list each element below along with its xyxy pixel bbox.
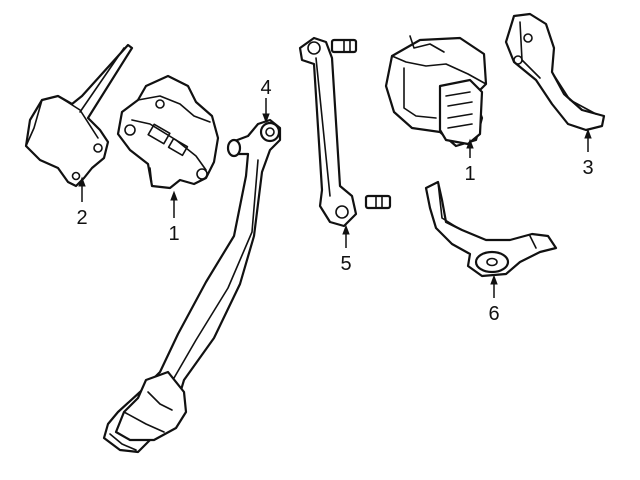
callout-leaders: [78, 98, 592, 298]
part-4-link-rod: [102, 118, 282, 454]
callout-2: 2: [76, 207, 87, 229]
part-3-bracket: [504, 12, 606, 132]
part-5-vertical-link: [298, 36, 392, 228]
callout-1-left: 1: [168, 223, 179, 245]
part-6-bracket: [424, 180, 558, 278]
callout-6: 6: [488, 303, 499, 325]
callout-1-right: 1: [464, 163, 475, 185]
callout-4: 4: [260, 77, 271, 99]
part-1-sensor-left: [116, 74, 220, 190]
callout-3: 3: [582, 157, 593, 179]
callout-5: 5: [340, 253, 351, 275]
part-1-sensor-right: [384, 35, 488, 148]
part-2-bracket: [24, 43, 134, 188]
